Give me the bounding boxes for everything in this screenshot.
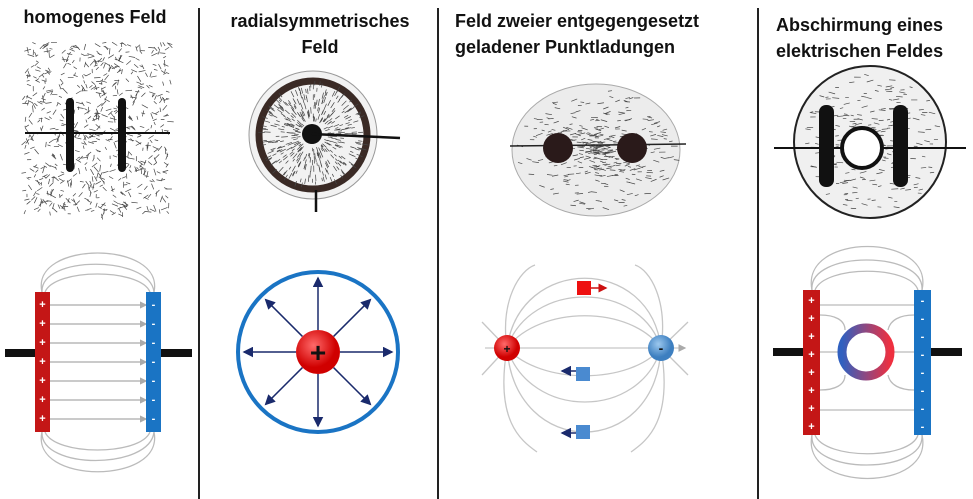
minus-sign: - (152, 413, 156, 425)
positive-point-charge (494, 335, 520, 361)
field-hair-pattern (516, 90, 680, 211)
negative-plate (146, 292, 161, 432)
plus-sign: + (808, 385, 814, 397)
positive-plate (35, 292, 50, 432)
field-arrow (333, 298, 372, 337)
title-homogenes-feld: homogenes Feld (23, 7, 167, 27)
minus-sign: - (921, 385, 925, 397)
plus-sign: + (808, 403, 814, 415)
minus-sign: - (921, 313, 925, 325)
field-arrow (264, 367, 303, 406)
field-arrow (333, 367, 372, 406)
plus-sign: + (808, 331, 814, 343)
plus-sign: + (808, 421, 814, 433)
shielding-ring (837, 323, 895, 381)
title-punktladungen: Feld zweier entgegengesetzt geladener Pun… (440, 8, 765, 60)
shielding-photo (774, 65, 966, 219)
negative-point-charge (648, 335, 674, 361)
title-line: Abschirmung eines (776, 15, 944, 35)
minus-sign: - (152, 318, 156, 330)
minus-sign: - (152, 394, 156, 406)
plus-sign: + (39, 356, 45, 368)
field-hair-pattern (21, 41, 174, 220)
positive-plate (803, 290, 820, 435)
plus-sign: + (310, 337, 326, 368)
homogeneous-field-photo (21, 41, 174, 220)
plus-sign: + (503, 342, 510, 356)
dipole-field-photo (509, 83, 687, 217)
minus-sign: - (921, 421, 925, 433)
minus-sign: - (152, 299, 156, 311)
title-line: Feld (301, 37, 339, 57)
negative-plate (914, 290, 931, 435)
minus-sign: - (921, 367, 925, 379)
column-divider (198, 8, 200, 499)
minus-sign: - (921, 349, 925, 361)
plus-sign: + (39, 337, 45, 349)
plus-sign: + (808, 295, 814, 307)
field-arrow (264, 298, 303, 337)
positive-charge (296, 330, 340, 374)
plus-sign: + (808, 367, 814, 379)
title-line: geladener Punktladungen (455, 37, 676, 57)
dipole-field-diagram: + - (481, 264, 689, 453)
title-line: elektrischen Feldes (776, 41, 944, 61)
outer-ring (236, 270, 400, 434)
homogeneous-field-diagram: + - + - + - + - + - + - + - (5, 252, 192, 473)
plus-sign: + (39, 375, 45, 387)
positive-test-charge (577, 281, 591, 295)
minus-sign: - (921, 403, 925, 415)
radial-field-diagram: + (236, 270, 400, 434)
column-divider (437, 8, 439, 499)
minus-sign: - (152, 337, 156, 349)
title-line: Feld zweier entgegengesetzt (455, 11, 700, 31)
shielding-diagram: + - + - + - + - + - + - + - + - (773, 245, 962, 480)
plus-sign: + (808, 313, 814, 325)
title-line: radialsymmetrisches (230, 11, 410, 31)
minus-sign: - (152, 375, 156, 387)
negative-test-charge (576, 425, 590, 439)
minus-sign: - (921, 331, 925, 343)
plus-sign: + (39, 318, 45, 330)
title-abschirmung: Abschirmung eines elektrischen Feldes (760, 12, 973, 64)
minus-sign: - (921, 295, 925, 307)
negative-test-charge (576, 367, 590, 381)
plate (66, 98, 74, 172)
minus-sign: - (659, 340, 664, 356)
plus-sign: + (39, 394, 45, 406)
minus-sign: - (152, 356, 156, 368)
plus-sign: + (39, 413, 45, 425)
column-divider (757, 8, 759, 499)
radial-field-photo (248, 70, 401, 212)
plus-sign: + (39, 299, 45, 311)
plus-sign: + (808, 349, 814, 361)
plate (118, 98, 126, 172)
